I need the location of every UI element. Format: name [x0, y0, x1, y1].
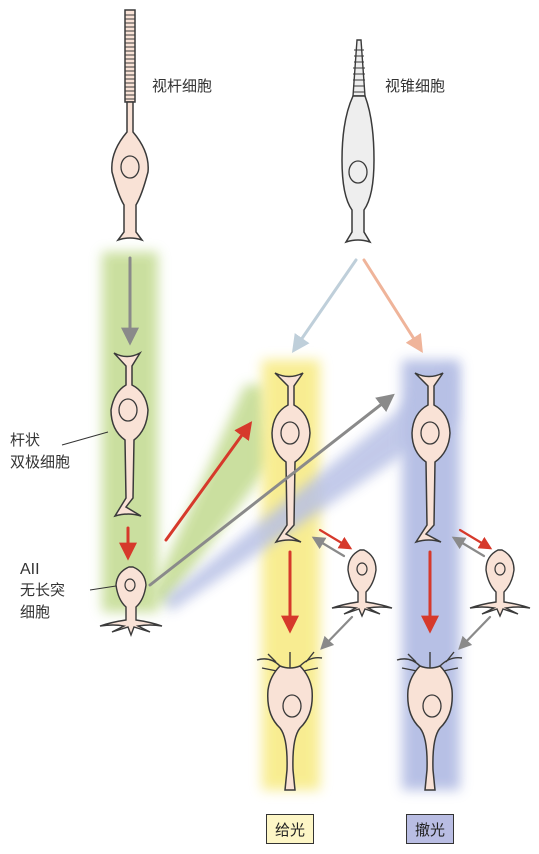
off-amacrine-nucleus: [494, 562, 506, 576]
aii-label-line1: AII: [20, 561, 40, 578]
rod-bipolar-nucleus: [118, 398, 138, 422]
on-amacrine-body: [331, 549, 393, 618]
off-pathway-label: 撤光: [406, 814, 454, 844]
on-bipolar-cell: [271, 372, 311, 544]
on-ganglion-nucleus: [282, 694, 302, 718]
rod-outer-segment: [124, 9, 136, 103]
on-amacrine-to-bipolar-arrow: [311, 536, 346, 558]
aii-to-off-bipolar-arrow: [148, 393, 395, 587]
aii-amacrine-cell: [99, 566, 163, 637]
off-amacrine-to-bipolar-arrow: [451, 536, 486, 558]
rod-disc-stack: [125, 14, 135, 100]
on-ganglion-dendrites: [256, 651, 323, 673]
off-bipolar-cell: [411, 372, 451, 544]
off-amacrine-cell: [469, 549, 531, 618]
arrows: [119, 256, 493, 650]
on-bipolar-to-amacrine-arrow: [318, 528, 353, 550]
cone-body: [341, 95, 375, 244]
off-bipolar-nucleus: [420, 421, 440, 445]
cone-to-on-bipolar-arrow: [291, 258, 358, 353]
rod-bipolar-label-line1: 杆状: [10, 431, 41, 449]
off-ganglion-dendrites: [396, 651, 463, 673]
cone-cell-label: 视锥细胞: [385, 77, 446, 95]
on-amacrine-to-ganglion-arrow: [320, 615, 354, 650]
on-ganglion-cell: [256, 651, 323, 791]
on-bipolar-nucleus: [280, 421, 300, 445]
aii-leader: [89, 585, 117, 591]
cone-disc-stack: [353, 49, 365, 93]
on-amacrine-nucleus: [356, 562, 368, 576]
aii-label-line3: 细胞: [20, 603, 51, 621]
on-bipolar-body: [271, 372, 311, 544]
rod-nucleus: [120, 155, 140, 179]
off-amacrine-to-ganglion-arrow: [458, 615, 492, 650]
aii-to-on-bipolar-arrow: [164, 421, 253, 542]
cone-cell: [341, 39, 375, 244]
off-bipolar-body: [411, 372, 451, 544]
rod-bipolar-label-line2: 双极细胞: [10, 453, 71, 471]
off-ganglion-body: [407, 665, 453, 791]
on-ganglion-body: [267, 665, 313, 791]
rod-cell: [111, 9, 149, 242]
off-amacrine-body: [469, 549, 531, 618]
off-bipolar-to-amacrine-arrow: [458, 528, 493, 550]
cone-nucleus: [348, 160, 368, 184]
aii-body: [99, 566, 163, 637]
on-amacrine-cell: [331, 549, 393, 618]
aii-nucleus: [124, 578, 136, 592]
rod-bipolar-cell: [110, 351, 149, 518]
rod-body: [111, 101, 149, 242]
off-ganglion-nucleus: [422, 694, 442, 718]
aii-label-line2: 无长突: [20, 581, 66, 599]
rod-bipolar-leader: [61, 431, 109, 446]
rod-cell-label: 视杆细胞: [152, 77, 213, 95]
cone-to-off-bipolar-arrow: [362, 258, 423, 354]
off-ganglion-cell: [396, 651, 463, 791]
on-pathway-label: 给光: [266, 814, 314, 844]
aii-to-off-band: [165, 365, 455, 612]
rod-bipolar-body: [110, 351, 149, 518]
